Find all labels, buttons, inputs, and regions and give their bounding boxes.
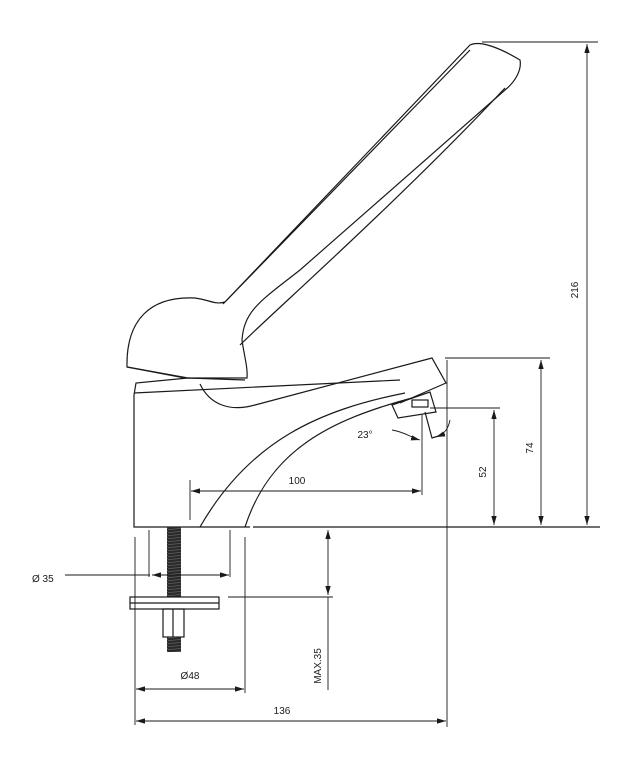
spout (133, 357, 447, 528)
dim-total-height: 216 (570, 281, 581, 298)
aerator-insert (411, 399, 429, 408)
dim-spout-top-height: 74 (525, 442, 536, 454)
dim-outlet-height: 52 (478, 466, 489, 478)
dim-base-diameter: Ø48 (181, 671, 200, 682)
threaded-stud (167, 637, 181, 652)
dim-outlet-angle: 23° (357, 430, 372, 441)
mounting-hardware (129, 527, 220, 652)
faucet-body (133, 377, 600, 528)
dimension-lines (65, 41, 598, 727)
aerator (391, 391, 437, 419)
threaded-rod (167, 527, 181, 597)
dim-thread-diameter: Ø 35 (32, 574, 54, 585)
lever-handle (126, 42, 521, 379)
dim-spout-reach: 100 (289, 476, 306, 487)
dim-max-deck-thickness: MAX.35 (313, 648, 324, 684)
dim-total-depth: 136 (274, 706, 291, 717)
